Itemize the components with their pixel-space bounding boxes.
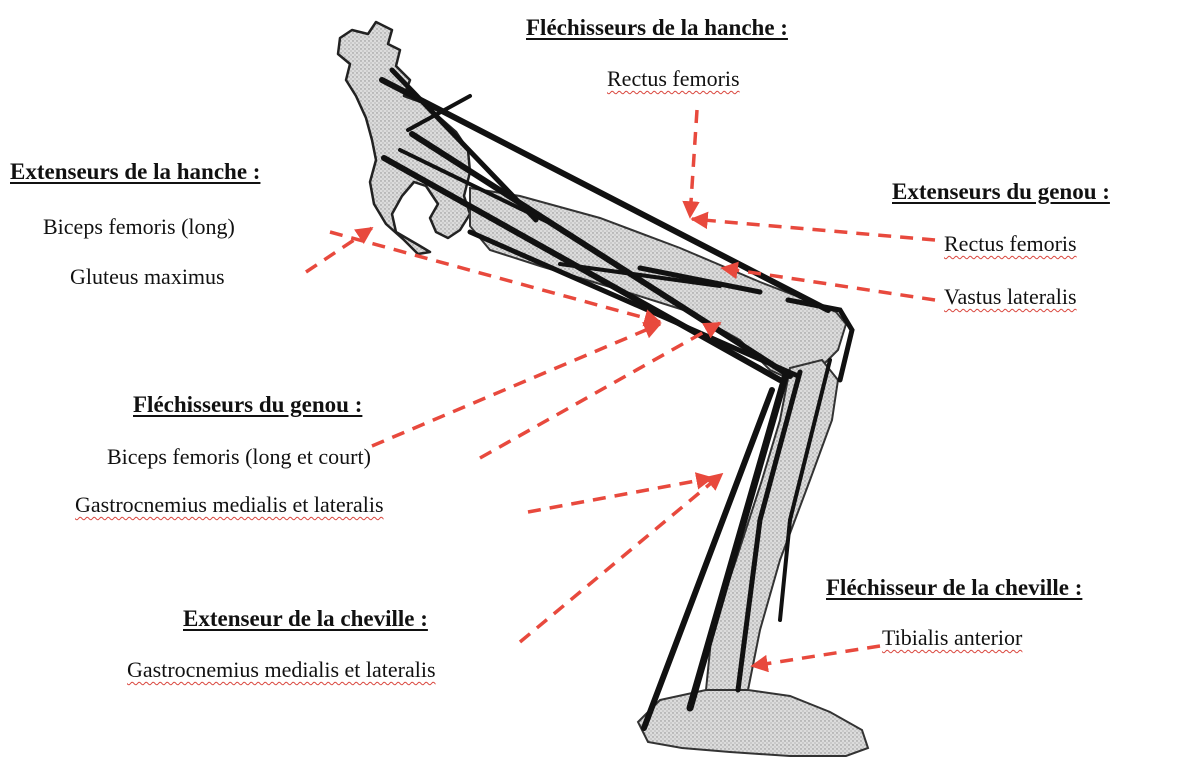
muscle-line [412, 134, 790, 376]
label-vastus-lateralis: Vastus lateralis [944, 286, 1077, 308]
label-biceps-femoris-long: Biceps femoris (long) [43, 216, 235, 238]
heading-knee-flexors: Fléchisseurs du genou : [133, 393, 362, 416]
arrow-gastrocnemius-knee [528, 478, 712, 512]
arrow-knee-flexor-biceps-1 [372, 324, 660, 446]
heading-ankle-flexor: Fléchisseur de la cheville : [826, 576, 1082, 599]
pelvis-bone [338, 22, 470, 254]
foot-bone [638, 690, 868, 756]
heading-knee-extensors: Extenseurs du genou : [892, 180, 1110, 203]
label-gastrocnemius-ankle: Gastrocnemius medialis et lateralis [127, 659, 436, 681]
label-gluteus-maximus: Gluteus maximus [70, 266, 225, 288]
label-knee-extensor-rectus-femoris: Rectus femoris [944, 233, 1077, 255]
arrow-knee-extensor-rectus [692, 219, 935, 240]
label-hip-flexor-rectus-femoris: Rectus femoris [607, 68, 740, 90]
arrow-knee-flexor-biceps-2 [480, 323, 720, 458]
label-biceps-femoris-long-et-court: Biceps femoris (long et court) [107, 446, 371, 468]
arrow-hip-flexor-rectus [690, 110, 697, 217]
heading-hip-flexors: Fléchisseurs de la hanche : [526, 16, 788, 39]
arrow-tibialis-anterior [752, 646, 880, 666]
label-gastrocnemius-knee: Gastrocnemius medialis et lateralis [75, 494, 384, 516]
heading-ankle-extensor: Extenseur de la cheville : [183, 607, 428, 630]
label-tibialis-anterior: Tibialis anterior [882, 627, 1022, 649]
heading-hip-extensors: Extenseurs de la hanche : [10, 160, 260, 183]
arrow-gastrocnemius-ankle [520, 474, 722, 642]
